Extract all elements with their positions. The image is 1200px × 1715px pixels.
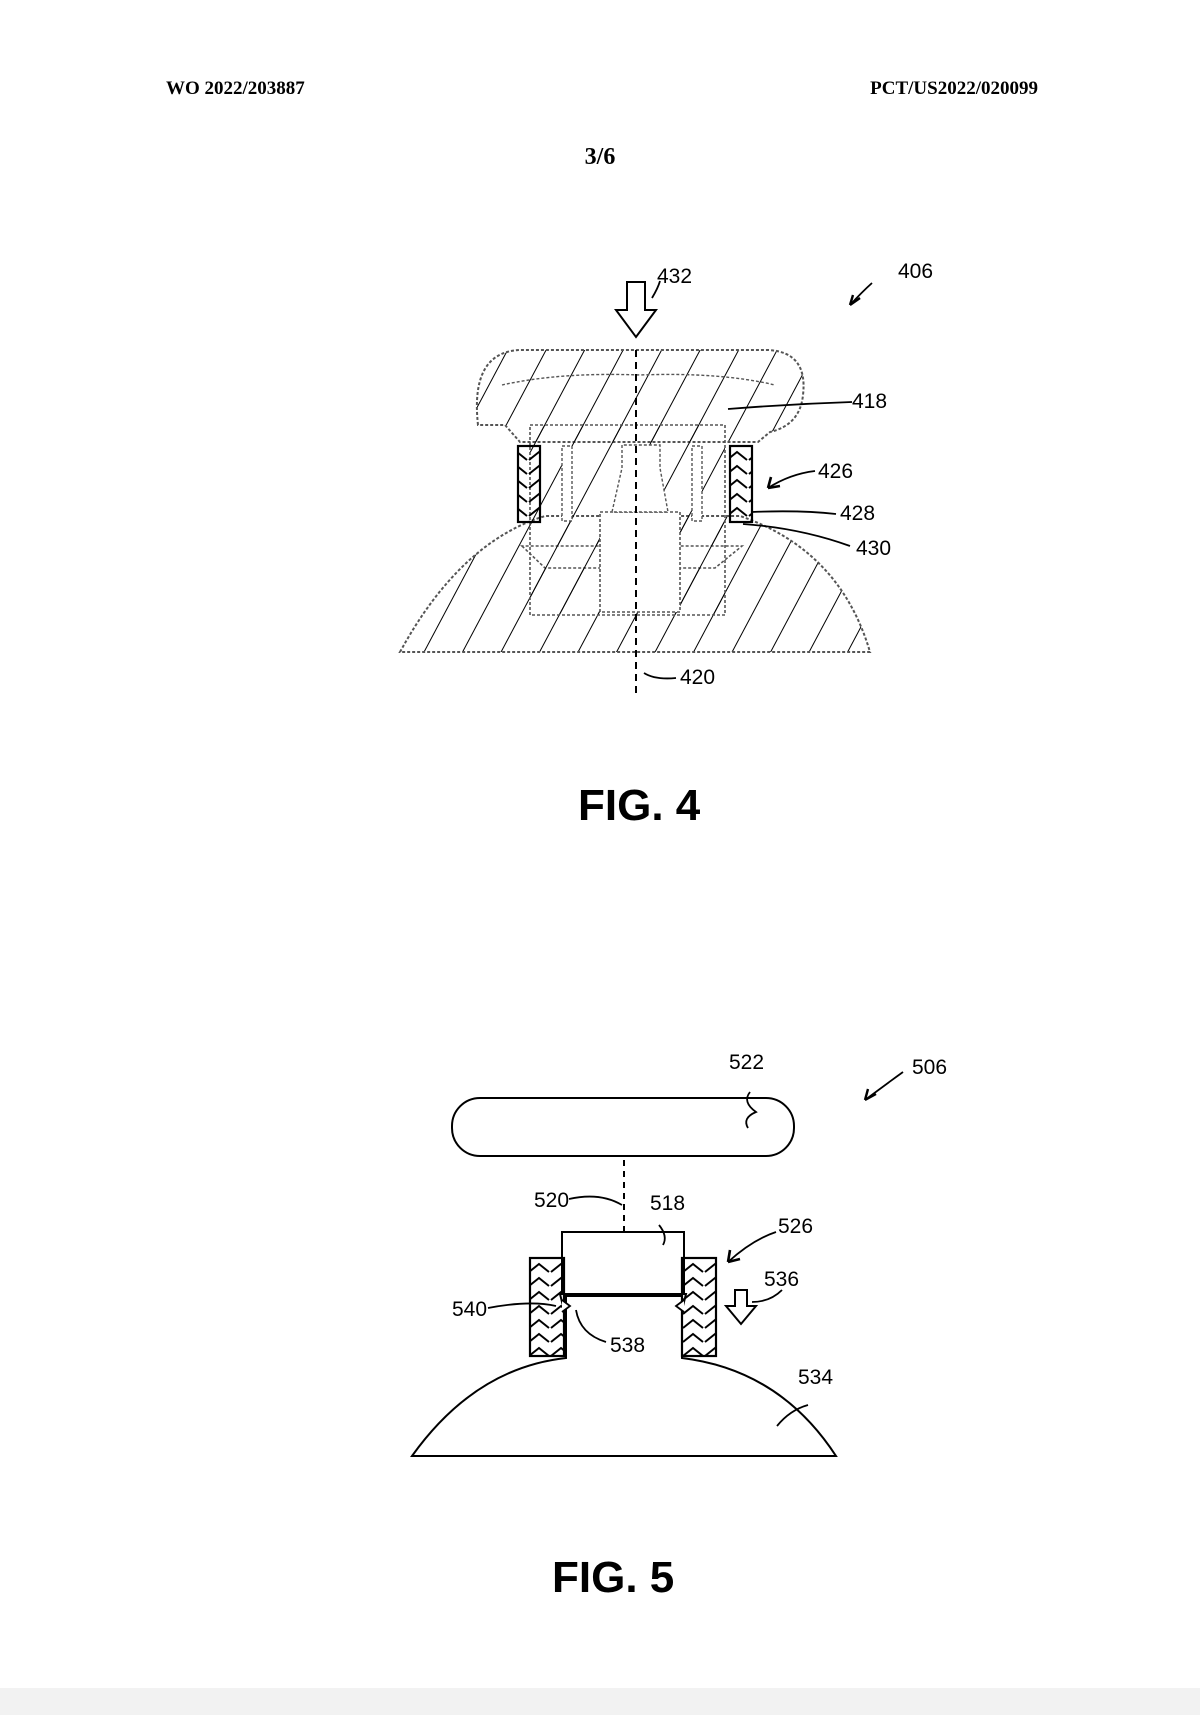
page-bottom-strip — [0, 1688, 1200, 1715]
fig5-ring-right — [680, 1256, 718, 1358]
fig4-force-arrow — [614, 281, 658, 339]
fig5-arrow-506 — [863, 1088, 877, 1102]
fig5-detent-540 — [561, 1299, 572, 1313]
fig4-arrow-426 — [766, 476, 781, 490]
fig4-cap — [476, 349, 805, 443]
fig4-ring-left — [516, 444, 542, 524]
ref-540: 540 — [452, 1298, 487, 1321]
fig4-leader-418 — [727, 401, 853, 410]
fig4-arrow-406 — [848, 294, 861, 306]
figure-5-drawing: 522 506 520 518 526 536 540 538 534 FIG.… — [410, 1051, 947, 1602]
sheet-number: 3/6 — [584, 144, 616, 170]
ref-426: 426 — [818, 460, 853, 483]
fig4-leader-428 — [751, 510, 837, 515]
fig5-leader-536 — [751, 1289, 783, 1303]
ref-536: 536 — [764, 1268, 799, 1291]
fig5-arrow-526 — [726, 1249, 741, 1264]
fig4-leader-430 — [742, 523, 851, 547]
ref-522: 522 — [729, 1051, 764, 1074]
fig5-cap — [451, 1097, 795, 1157]
fig4-leader-432 — [651, 280, 661, 299]
ref-406: 406 — [898, 260, 933, 283]
fig5-leader-538 — [575, 1309, 607, 1343]
fig5-leader-518 — [658, 1224, 666, 1246]
ref-520: 520 — [534, 1189, 569, 1212]
ref-538: 538 — [610, 1334, 645, 1357]
fig5-label: FIG. 5 — [552, 1553, 674, 1602]
fig5-force-arrow — [723, 1289, 759, 1326]
ref-430: 430 — [856, 537, 891, 560]
publication-number: WO 2022/203887 — [166, 78, 305, 99]
ref-534: 534 — [798, 1366, 833, 1389]
fig5-leader-522 — [745, 1091, 758, 1129]
fig5-leader-520 — [568, 1195, 623, 1206]
fig5-stem — [561, 1231, 685, 1295]
ref-506: 506 — [912, 1056, 947, 1079]
fig5-leader-534 — [776, 1404, 809, 1427]
fig4-stem — [529, 424, 726, 616]
ref-432: 432 — [657, 265, 692, 288]
ref-518: 518 — [650, 1192, 685, 1215]
fig4-ring-right — [728, 444, 754, 524]
fig4-label: FIG. 4 — [578, 781, 701, 830]
fig5-ring-left — [528, 1256, 566, 1358]
fig5-leader-540 — [487, 1302, 557, 1309]
application-number: PCT/US2022/020099 — [870, 78, 1038, 99]
fig4-leader-420 — [643, 672, 677, 680]
ref-428: 428 — [840, 502, 875, 525]
ref-526: 526 — [778, 1215, 813, 1238]
ref-420: 420 — [680, 666, 715, 689]
ref-418: 418 — [852, 390, 887, 413]
figure-4-drawing: 432 406 418 426 428 430 420 FIG. 4 — [398, 260, 933, 830]
